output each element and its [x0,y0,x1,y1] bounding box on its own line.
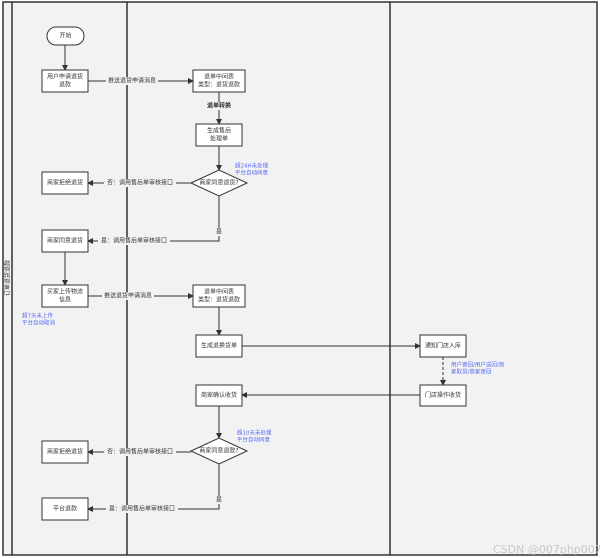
edge-label: 是 [216,497,222,504]
timeout-note: 超24H未处理 [235,162,269,170]
edge-label: 是：调用售后单审核接口 [109,505,175,513]
node-label: 商家同意退款? [199,447,238,455]
node-label: 类型：退货退款 [198,81,240,89]
node-label: 商家同意退货? [199,179,238,187]
node-label: 平台退款 [53,505,77,513]
edge-label: 退单转换 [207,102,232,110]
node-label: 商家拒绝退货 [47,179,83,187]
node-label: 信息 [59,296,71,304]
node-label: 买家上传物流 [47,288,83,296]
node-label: 退单中间表 [204,288,234,296]
node-label: 生成售后 [207,127,231,135]
timeout-note: 超10天未处理 [237,429,272,437]
node-label: 处理单 [210,135,228,143]
start-label: 开始 [59,32,71,40]
node-label: 门店操作收货 [425,391,461,399]
timeout-note: 平台自动同意 [235,169,269,177]
shipping-note: 家取货/商家寄回 [451,368,492,376]
platform-refund-node[interactable] [41,497,89,521]
node-label: 退款 [59,81,71,89]
timeout-note: 平台自动取消 [22,319,56,327]
edge-label: 否：调用售后单审核接口 [107,179,173,187]
timeout-note: 平台自动同意 [237,436,271,444]
node-label: 通知门店入库 [425,342,461,350]
edge-label: 是：调用售后单审核接口 [101,237,167,245]
node-label: 商家拒绝退货 [47,448,83,456]
shipping-note: 用户寄回/用户送回/商 [451,361,505,369]
node-label: 退单中间表 [204,73,234,81]
node-label: 类型：退货退款 [198,296,240,304]
node-label: 商家确认收货 [201,391,237,399]
merchant-reject-node[interactable] [41,440,89,464]
node-label: 生成退换货单 [201,342,237,350]
decision-agree-return[interactable] [189,169,249,197]
merchant-reject-node[interactable] [41,171,89,195]
edge-label: 是 [216,229,222,236]
node-label: 用户申请退货 [47,73,83,81]
edge-label: 推送退货申请消息 [108,77,156,85]
edge-label: 推送退货申请消息 [104,292,152,300]
edge-label: 否：调用售后单审核接口 [107,448,173,456]
watermark: CSDN @007php007 [493,543,600,556]
node-label: 商家同意退货 [47,237,83,245]
lane-title: 订单退货退款 [4,260,12,296]
timeout-note: 超7天未上传 [22,312,53,320]
decision-agree-refund[interactable] [189,437,249,465]
